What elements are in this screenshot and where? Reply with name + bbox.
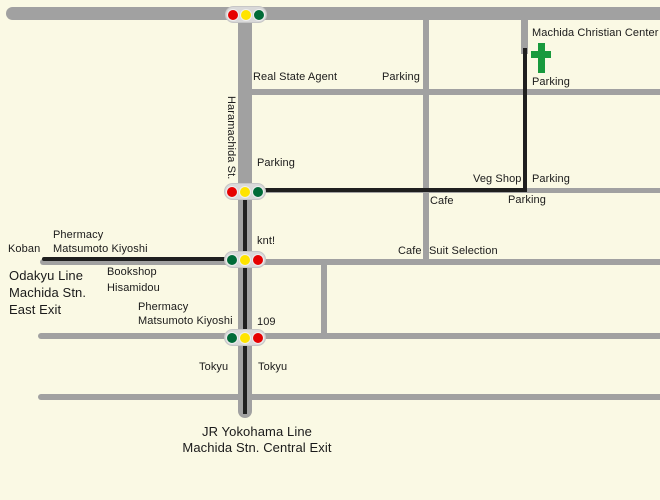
red-light-icon [227, 8, 239, 21]
traffic-light-109 [224, 329, 266, 346]
road-odakyu [40, 259, 660, 265]
odakyu-station-label: Odakyu Line Machida Stn. East Exit [9, 268, 87, 317]
side-street-cafe [423, 20, 429, 264]
green-light-icon [252, 185, 264, 198]
tokyu-left-label: Tokyu [199, 361, 229, 373]
haramachida-st-label: Haramachida St. [225, 96, 237, 180]
road-109 [38, 333, 660, 339]
side-street-suit [321, 262, 327, 337]
traffic-light-knt [224, 251, 266, 268]
phermacy-109-label: Phermacy Matsumoto Kiyoshi [138, 301, 233, 327]
red-light-icon [252, 253, 264, 266]
parking-top-label: Parking [382, 71, 420, 83]
green-light-icon [253, 8, 265, 21]
road-real-state [245, 89, 660, 95]
parking-lower-label: Parking [508, 194, 546, 206]
phermacy-koban-label: Phermacy Matsumoto Kiyoshi [53, 229, 148, 255]
church-parking-label: Parking [532, 76, 570, 88]
traffic-light-parking [224, 183, 266, 200]
green-light-icon [226, 253, 238, 266]
traffic-light-top [225, 6, 267, 23]
cafe-upper-label: Cafe [430, 195, 454, 207]
church-cross-icon [531, 43, 551, 73]
red-light-icon [252, 331, 264, 344]
machida-christian-center-label: Machida Christian Center [532, 27, 659, 39]
green-light-icon [226, 331, 238, 344]
koban-label: Koban [8, 243, 41, 255]
route-odakyu-leg [42, 257, 247, 261]
route-main-leg [243, 190, 247, 414]
parking-veg-label: Parking [532, 173, 570, 185]
route-east-leg [245, 188, 527, 192]
side-street-church [521, 20, 528, 54]
cross-vertical-bar [538, 43, 545, 73]
yellow-light-icon [239, 185, 251, 198]
yellow-light-icon [239, 331, 251, 344]
route-to-church [523, 48, 527, 192]
yellow-light-icon [240, 8, 252, 21]
parking-mid-label: Parking [257, 157, 295, 169]
knt-label: knt! [257, 235, 276, 247]
building-109-label: 109 [257, 316, 276, 328]
jr-station-label: JR Yokohama Line Machida Stn. Central Ex… [182, 424, 332, 455]
cafe-lower-label: Cafe [398, 245, 422, 257]
cross-horizontal-bar [531, 51, 551, 58]
veg-shop-label: Veg Shop [473, 173, 522, 185]
tokyu-right-label: Tokyu [258, 361, 288, 373]
real-state-agent-label: Real State Agent [253, 71, 338, 83]
road-jr [38, 394, 660, 400]
yellow-light-icon [239, 253, 251, 266]
suit-selection-label: Suit Selection [429, 245, 498, 257]
bookshop-label: Bookshop Hisamidou [107, 266, 160, 294]
top-road [6, 7, 660, 20]
red-light-icon [226, 185, 238, 198]
